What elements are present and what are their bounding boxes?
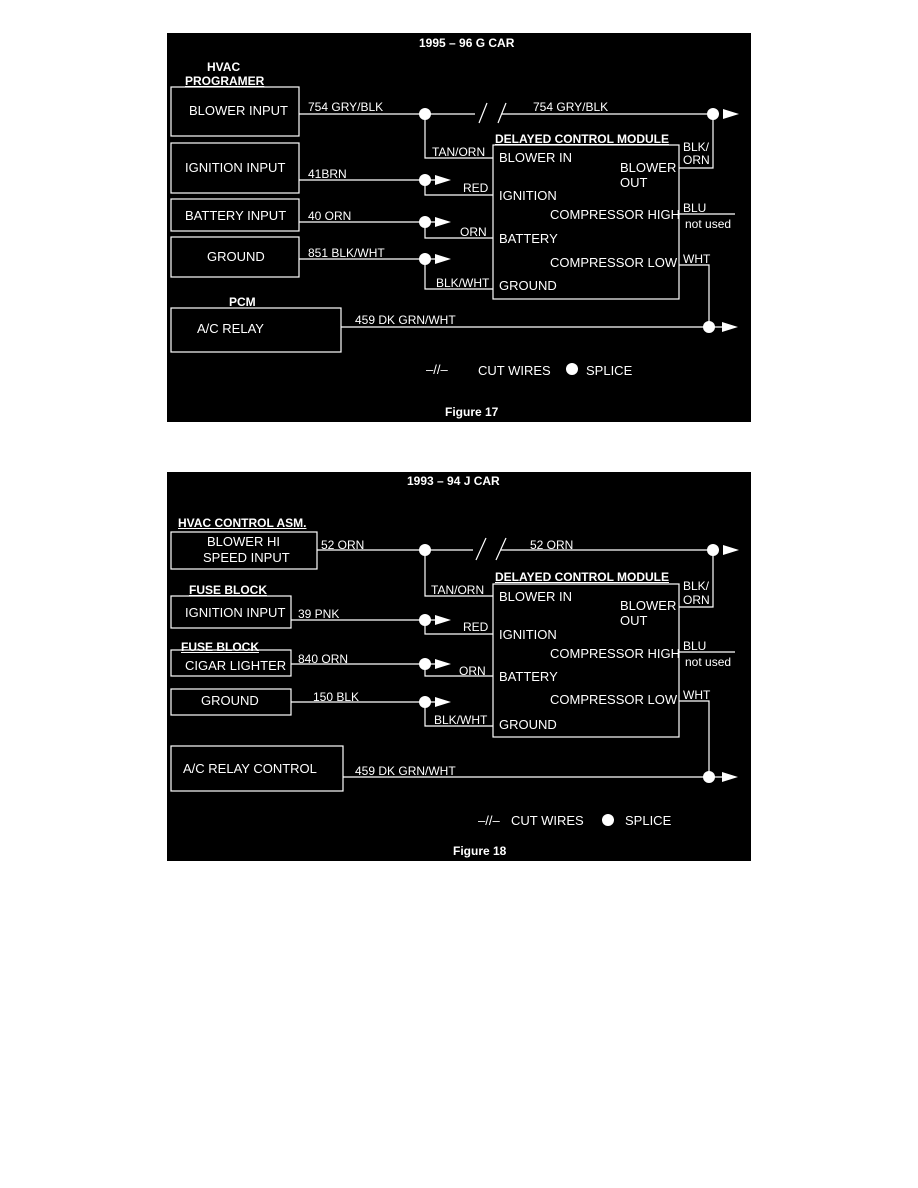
figure-18-wiring <box>170 531 739 826</box>
wire-blower-left: 52 ORN <box>321 538 365 552</box>
pin-blower-in: BLOWER IN <box>499 589 572 604</box>
blower-input-box <box>170 86 300 137</box>
not-used-label: not used <box>685 217 732 231</box>
fuse-block-header-2: FUSE BLOCK <box>181 640 259 654</box>
wire-ground: 150 BLK <box>313 690 360 704</box>
ignition-input-label: IGNITION INPUT <box>185 605 286 620</box>
cigar-lighter-label: CIGAR LIGHTER <box>185 658 287 673</box>
blu-label: BLU <box>683 639 707 653</box>
module-title: DELAYED CONTROL MODULE <box>495 132 670 146</box>
ground-box <box>170 236 300 278</box>
blu-label: BLU <box>683 201 707 215</box>
module-box <box>492 144 680 300</box>
module-title: DELAYED CONTROL MODULE <box>495 570 670 584</box>
fuse-block-header-1: FUSE BLOCK <box>189 583 267 597</box>
blk-orn-1: BLK/ <box>683 140 710 154</box>
programer-header: PROGRAMER <box>185 74 265 88</box>
figure-17-diagram: 1995 – 96 G CAR HVAC PROGRAMER BLOWER IN… <box>167 33 751 422</box>
orn-label: ORN <box>460 225 487 239</box>
wire-relay: 459 DK GRN/WHT <box>355 764 456 778</box>
wire-blower-right: 754 GRY/BLK <box>533 100 609 114</box>
ground-label: GROUND <box>207 249 265 264</box>
ignition-input-label: IGNITION INPUT <box>185 160 286 175</box>
figure-17-wiring <box>170 86 739 375</box>
hvac-header: HVAC <box>207 60 241 74</box>
ac-relay-control-label: A/C RELAY CONTROL <box>183 761 317 776</box>
blk-wht-label: BLK/WHT <box>436 276 490 290</box>
pin-blower-out-1: BLOWER <box>620 598 677 613</box>
legend-splice: SPLICE <box>625 813 672 828</box>
pin-ground: GROUND <box>499 278 557 293</box>
legend-cut-wires: CUT WIRES <box>478 363 551 378</box>
blk-orn-2: ORN <box>683 153 710 167</box>
pin-blower-out-1: BLOWER <box>620 160 677 175</box>
legend-splice: SPLICE <box>586 363 633 378</box>
tan-orn-label: TAN/ORN <box>431 583 485 597</box>
wire-battery: 840 ORN <box>298 652 349 666</box>
pin-compressor-high: COMPRESSOR HIGH <box>550 207 681 222</box>
battery-input-box <box>170 198 300 232</box>
module-box <box>492 583 680 738</box>
ac-relay-label: A/C RELAY <box>197 321 264 336</box>
red-label: RED <box>463 620 489 634</box>
blower-input-label: BLOWER INPUT <box>189 103 288 118</box>
ac-relay-control-box <box>170 745 344 792</box>
cigar-lighter-box <box>170 649 292 677</box>
pin-ignition: IGNITION <box>499 627 557 642</box>
not-used-label: not used <box>685 655 732 669</box>
figure-18-diagram: 1993 – 94 J CAR HVAC CONTROL ASM. BLOWER… <box>167 472 751 861</box>
pin-ground: GROUND <box>499 717 557 732</box>
pin-compressor-low: COMPRESSOR LOW <box>550 692 678 707</box>
wire-ground: 851 BLK/WHT <box>308 246 385 260</box>
red-label: RED <box>463 181 489 195</box>
figure-18-caption: Figure 18 <box>453 844 507 858</box>
pin-ignition: IGNITION <box>499 188 557 203</box>
wire-blower-right: 52 ORN <box>530 538 574 552</box>
pin-compressor-high: COMPRESSOR HIGH <box>550 646 681 661</box>
wire-relay: 459 DK GRN/WHT <box>355 313 456 327</box>
pin-blower-out-2: OUT <box>620 613 648 628</box>
legend-cut-symbol: –//– <box>478 813 500 828</box>
pin-battery: BATTERY <box>499 669 558 684</box>
tan-orn-label: TAN/ORN <box>432 145 486 159</box>
ac-relay-box <box>170 307 342 353</box>
wht-label: WHT <box>683 688 711 702</box>
wire-battery: 40 ORN <box>308 209 352 223</box>
legend-cut-wires: CUT WIRES <box>511 813 584 828</box>
wire-ignition: 39 PNK <box>298 607 340 621</box>
blk-wht-label: BLK/WHT <box>434 713 488 727</box>
pin-battery: BATTERY <box>499 231 558 246</box>
pin-compressor-low: COMPRESSOR LOW <box>550 255 678 270</box>
wire-blower-left: 754 GRY/BLK <box>308 100 384 114</box>
blower-hi-label-2: SPEED INPUT <box>203 550 290 565</box>
blk-orn-2: ORN <box>683 593 710 607</box>
car-title: 1995 – 96 G CAR <box>419 36 515 50</box>
car-title: 1993 – 94 J CAR <box>407 474 500 488</box>
figure-17-caption: Figure 17 <box>445 405 499 419</box>
blower-hi-label-1: BLOWER HI <box>207 534 280 549</box>
battery-input-label: BATTERY INPUT <box>185 208 287 223</box>
ignition-input-box <box>170 595 292 629</box>
wht-label: WHT <box>683 252 711 266</box>
pin-blower-in: BLOWER IN <box>499 150 572 165</box>
ground-label: GROUND <box>201 693 259 708</box>
blk-orn-1: BLK/ <box>683 579 710 593</box>
pin-blower-out-2: OUT <box>620 175 648 190</box>
pcm-header: PCM <box>229 295 256 309</box>
hvac-control-header: HVAC CONTROL ASM. <box>178 516 307 530</box>
wire-ignition: 41BRN <box>308 167 347 181</box>
legend-cut-symbol: –//– <box>426 362 448 377</box>
ignition-input-box <box>170 142 300 194</box>
orn-label: ORN <box>459 664 486 678</box>
